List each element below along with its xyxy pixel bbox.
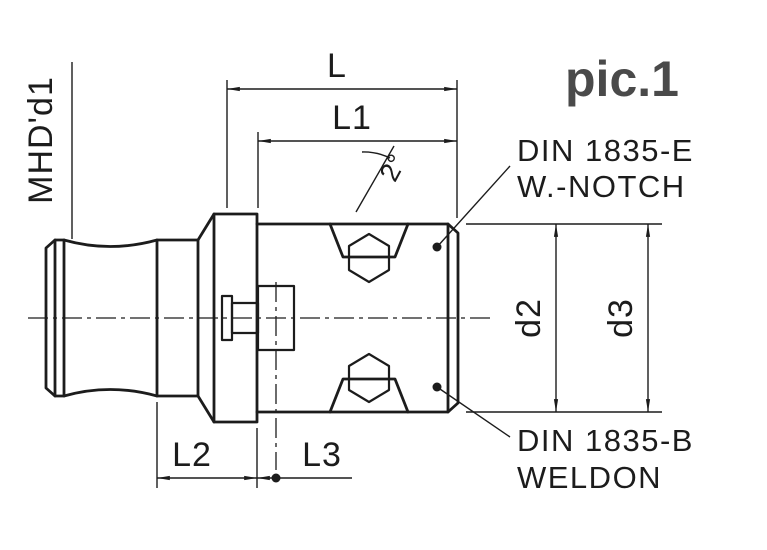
label-din-b-line2: WELDON (517, 460, 662, 495)
label-dim-d2: d2 (510, 298, 548, 338)
whistle-notch (328, 222, 410, 259)
shank-interface-annotation: MHD'd1 (22, 62, 73, 239)
leader-line-din-b (436, 386, 511, 438)
tool-body (44, 212, 460, 424)
whistle-notch-hex-screw (347, 232, 391, 284)
dimension-L1: L1 (257, 99, 457, 208)
label-shank-interface: MHD'd1 (22, 76, 60, 204)
dimension-d2-d3: d2 d3 (466, 223, 662, 413)
label-din-e-line1: DIN 1835-E (517, 133, 694, 168)
label-dim-L2: L2 (172, 436, 212, 474)
angle-annotation: 2° (355, 145, 413, 213)
l3-center-dot (271, 473, 281, 483)
label-din-b-line1: DIN 1835-B (517, 423, 694, 458)
weldon-notch-hex-screw (347, 352, 391, 404)
angle-arc (361, 151, 391, 159)
weldon-notch (328, 377, 410, 414)
leader-line-din-e (436, 165, 511, 248)
figure-caption: pic.1 (565, 51, 679, 107)
dimension-L2-L3: L2 L3 (156, 402, 352, 488)
shank-outline (255, 222, 460, 414)
callout-din-1835-b: DIN 1835-B WELDON (432, 382, 694, 495)
label-dim-L: L (327, 47, 347, 85)
label-dim-d3: d3 (602, 298, 640, 338)
label-dim-L3: L3 (302, 436, 342, 474)
callout-din-1835-e: DIN 1835-E W.-NOTCH (432, 133, 694, 252)
label-dim-L1: L1 (332, 99, 372, 137)
label-din-e-line2: W.-NOTCH (517, 169, 686, 204)
label-notch-angle: 2° (374, 149, 413, 186)
dimension-L: L (226, 47, 458, 218)
set-screw-pocket (256, 284, 296, 352)
